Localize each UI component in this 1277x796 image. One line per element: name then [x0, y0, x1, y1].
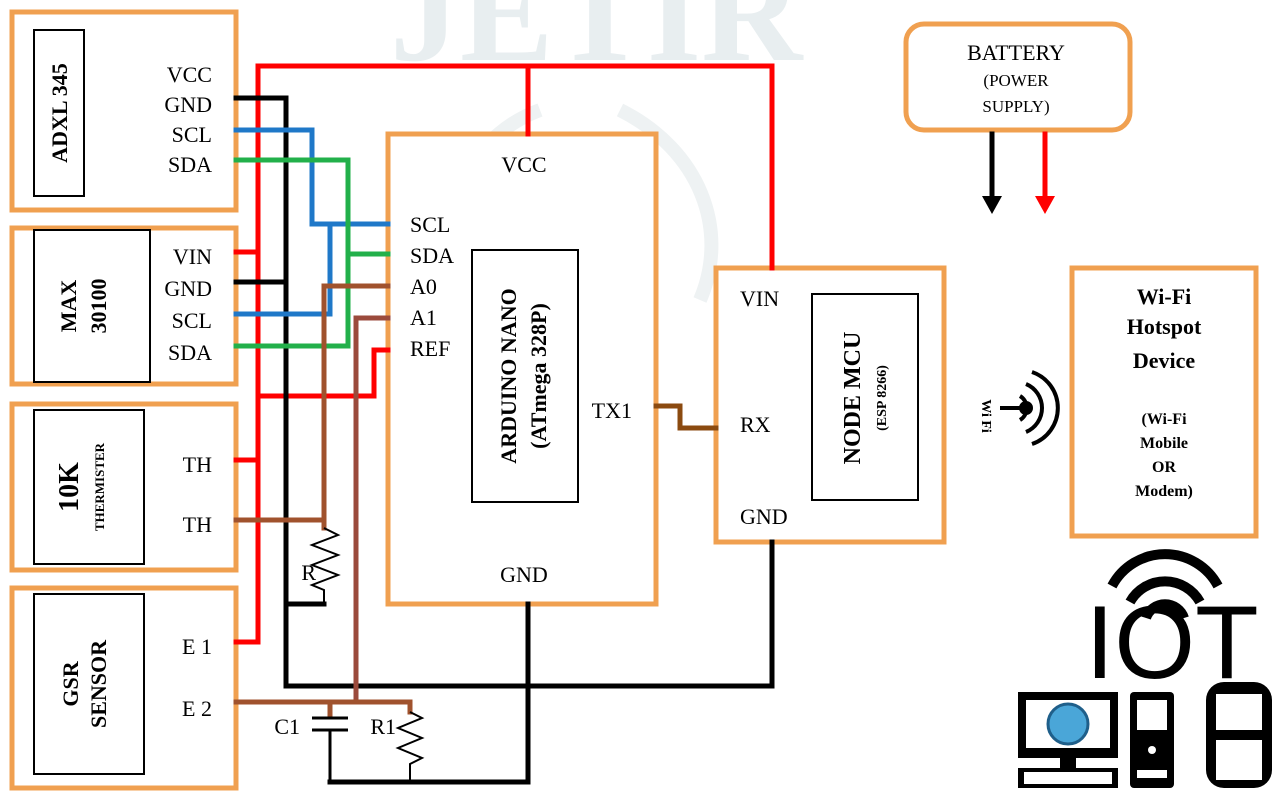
- nodemcu-pin-gnd: GND: [740, 504, 788, 529]
- hotspot-line7: Modem): [1135, 483, 1193, 500]
- hotspot-line1: Wi-Fi: [1137, 284, 1192, 309]
- arduino-pin-scl: SCL: [410, 212, 450, 237]
- cpu-tower-icon: [1130, 692, 1174, 788]
- battery-positive-arrow-icon: [1035, 196, 1055, 214]
- nodemcu-pin-vin: VIN: [740, 286, 779, 311]
- arduino-pin-tx1: TX1: [592, 398, 632, 423]
- battery-negative-arrow-icon: [982, 196, 1002, 214]
- thermister-name-line1: 10K: [54, 462, 85, 512]
- iot-logo-text: IOT: [1085, 585, 1258, 701]
- hotspot-device-box: [1069, 265, 1259, 539]
- arduino-pin-a1: A1: [410, 305, 437, 330]
- resistor-r-label: R: [301, 560, 316, 585]
- nodemcu-name-box: [811, 293, 919, 501]
- capacitor-c1-label: C1: [274, 714, 300, 739]
- adxl-pin-scl: SCL: [172, 122, 212, 147]
- battery-line1: BATTERY: [967, 40, 1065, 65]
- adxl-pin-gnd: GND: [164, 92, 212, 117]
- thermister-name-line2: THERMISTER: [92, 442, 107, 531]
- adxl-pin-sda: SDA: [168, 152, 212, 177]
- gsr-name-box: [33, 593, 145, 775]
- max-name-line2: 30100: [86, 279, 111, 334]
- resistor-r1-icon: [395, 711, 425, 782]
- hotspot-line3: Device: [1133, 348, 1196, 373]
- arduino-pin-ref: REF: [410, 336, 450, 361]
- wifi-label: Wi Fi: [978, 399, 993, 433]
- adxl-pin-vcc: VCC: [167, 62, 212, 87]
- nodemcu-pin-rx: RX: [740, 412, 771, 437]
- arduino-name-box: [471, 249, 579, 503]
- thermister-pin-th2: TH: [183, 512, 212, 537]
- adxl-name-box: [33, 29, 85, 197]
- resistor-r-icon: [309, 527, 341, 604]
- arduino-name-line1: ARDUINO NANO: [496, 288, 521, 463]
- battery-box: [903, 21, 1133, 133]
- thermister-pin-th1: TH: [183, 452, 212, 477]
- gsr-name-line2: SENSOR: [86, 639, 111, 728]
- hotspot-line2: Hotspot: [1127, 314, 1202, 339]
- gsr-pin-e2: E 2: [182, 696, 212, 721]
- iot-wifi-icon: [1107, 549, 1223, 620]
- gsr-pin-e1: E 1: [182, 634, 212, 659]
- hotspot-line6: OR: [1152, 459, 1176, 476]
- battery-line3: SUPPLY): [982, 97, 1049, 116]
- max-pin-scl: SCL: [172, 308, 212, 333]
- hotspot-line4: (Wi-Fi: [1141, 411, 1187, 428]
- hotspot-line5: Mobile: [1140, 435, 1188, 452]
- arduino-pin-sda: SDA: [410, 243, 454, 268]
- max-pin-vin: VIN: [173, 244, 212, 269]
- mobile-phone-icon: [1206, 682, 1272, 788]
- thermister-name-box: [33, 409, 145, 565]
- arduino-name-line2: (ATmega 328P): [526, 303, 551, 449]
- arduino-pin-gnd: GND: [500, 562, 548, 587]
- gsr-name-line1: GSR: [58, 660, 83, 706]
- max-name-box: [33, 229, 151, 383]
- max-name-line1: MAX: [56, 280, 81, 333]
- watermark-text: JETIR: [390, 0, 804, 91]
- nodemcu-name-line1: NODE MCU: [840, 332, 866, 465]
- arduino-pin-vcc: VCC: [501, 152, 546, 177]
- max-pin-gnd: GND: [164, 276, 212, 301]
- adxl-name: ADXL 345: [47, 63, 72, 163]
- resistor-r1-label: R1: [370, 714, 396, 739]
- arduino-pin-a0: A0: [410, 274, 437, 299]
- wifi-signal-icon: [1000, 370, 1060, 446]
- max-pin-sda: SDA: [168, 340, 212, 365]
- battery-line2: (POWER: [983, 71, 1049, 90]
- desktop-computer-icon: [1018, 692, 1118, 788]
- nodemcu-name-line2: (ESP 8266): [875, 365, 890, 431]
